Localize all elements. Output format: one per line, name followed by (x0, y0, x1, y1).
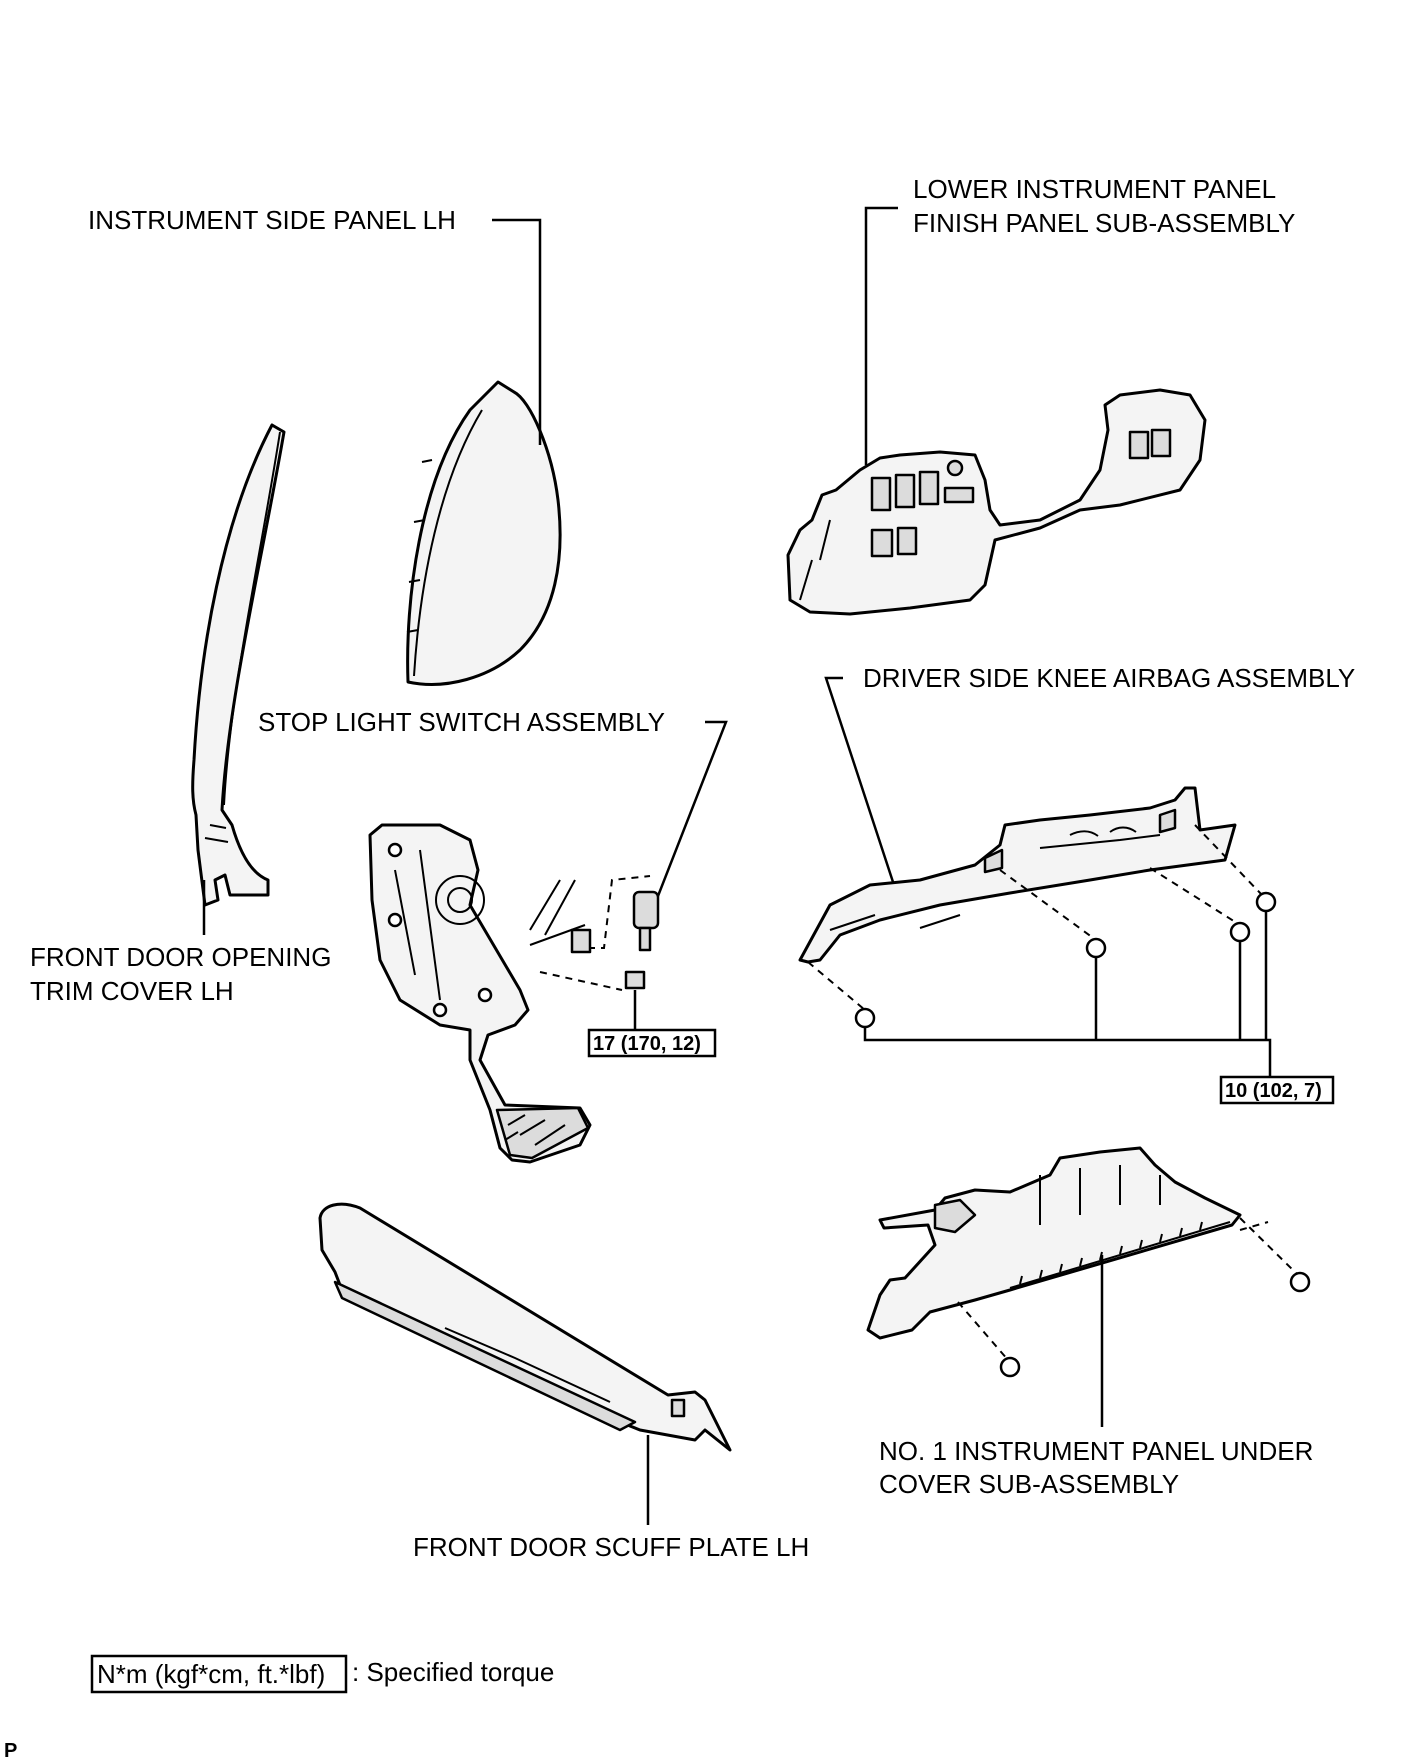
brake-pedal-assembly (368, 823, 592, 1164)
label-door-trim-line2: TRIM COVER LH (30, 976, 234, 1006)
torque-legend: N*m (kgf*cm, ft.*lbf) : Specified torque (90, 1654, 554, 1694)
label-door-trim-line1: FRONT DOOR OPENING (30, 942, 331, 972)
stop-light-leader (656, 720, 728, 897)
torque-spec-stop-light: 17 (170, 12) (587, 1028, 717, 1058)
label-under-cover-line1: NO. 1 INSTRUMENT PANEL UNDER (879, 1436, 1313, 1466)
knee-airbag-torque-leader (863, 1028, 1272, 1077)
knee-airbag-leader (824, 676, 895, 883)
label-under-cover-line2: COVER SUB-ASSEMBLY (879, 1469, 1179, 1499)
label-lower-panel-line2: FINISH PANEL SUB-ASSEMBLY (913, 208, 1295, 238)
front-door-opening-trim-cover (191, 423, 286, 907)
label-lower-panel-line1: LOWER INSTRUMENT PANEL (913, 174, 1276, 204)
label-stop-light-switch: STOP LIGHT SWITCH ASSEMBLY (258, 707, 665, 737)
driver-side-knee-airbag (798, 786, 1237, 964)
legend-description: : Specified torque (352, 1657, 554, 1687)
label-instrument-side-panel: INSTRUMENT SIDE PANEL LH (88, 205, 456, 235)
legend-unit-box: N*m (kgf*cm, ft.*lbf) (97, 1659, 325, 1689)
instrument-side-panel (406, 380, 562, 686)
knee-airbag-bolt-icon (807, 824, 1277, 1029)
under-cover-bolt-icon (957, 1217, 1311, 1378)
label-knee-airbag: DRIVER SIDE KNEE AIRBAG ASSEMBLY (863, 663, 1355, 693)
finish-panel-leader (864, 206, 898, 465)
torque-text-knee-airbag: 10 (102, 7) (1225, 1080, 1322, 1102)
instrument-panel-under-cover (866, 1146, 1242, 1340)
stop-light-switch (539, 875, 660, 991)
torque-text-stop-light: 17 (170, 12) (593, 1033, 701, 1055)
front-door-scuff-plate (318, 1202, 732, 1452)
footer-mark: P (4, 1740, 17, 1762)
lower-instrument-panel-finish-panel (786, 388, 1207, 616)
label-scuff-plate: FRONT DOOR SCUFF PLATE LH (413, 1532, 809, 1562)
side-panel-leader (492, 218, 542, 445)
torque-spec-knee-airbag: 10 (102, 7) (1219, 1075, 1335, 1105)
